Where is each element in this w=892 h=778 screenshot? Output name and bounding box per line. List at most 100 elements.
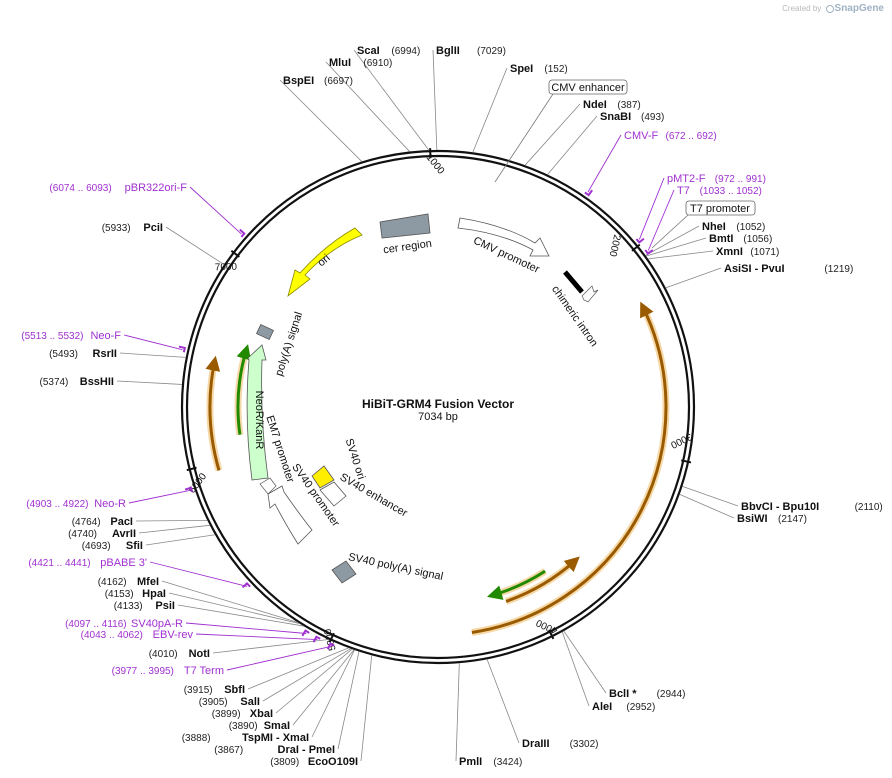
enzyme-leader-line [645,237,707,257]
tick-mark [230,250,240,258]
enzyme-site-bmti: BmtI(1056) [645,233,772,257]
snapgene-credit: Created by SnapGene [782,3,884,14]
primer-name: pBR322ori-F [125,182,188,194]
enzyme-position: (3888) [182,733,211,744]
enzyme-name: PmlI [459,756,482,768]
enzyme-leader-line [247,647,349,690]
enzyme-name: SnaBI [600,111,631,123]
tick-label: 4000 [534,616,559,635]
enzyme-leader-line [665,267,722,289]
enzyme-leader-line [311,649,355,738]
primer-range: (3977 .. 3995) [112,666,174,677]
enzyme-leader-line [212,639,329,654]
primer-mark [635,237,645,244]
enzyme-leader-line [325,61,410,152]
enzyme-site-bbvci-bpu10i: BbvCI - Bpu10I(2110) [682,485,883,513]
enzyme-name: BclI * [609,688,637,700]
enzyme-position: (4693) [82,541,111,552]
primer-t7-term: T7 Term(3977 .. 3995) [112,642,335,677]
enzyme-site-xbai: XbaI(3899) [212,648,353,720]
enzyme-site-mfei: MfeI(4162) [98,576,299,623]
enzyme-leader-line [524,103,581,166]
enzyme-name: DraI - PmeI [278,744,335,756]
enzyme-leader-line [682,485,739,507]
primer-neo-f: Neo-F(5513 .. 5532) [21,330,186,353]
enzyme-name: EcoO109I [308,756,358,768]
enzyme-position: (387) [617,100,640,111]
primer-leader-line [195,633,318,641]
enzyme-name: RsrII [93,348,117,360]
enzyme-leader-line [138,524,210,534]
sv40-enhancer-shape [319,481,347,507]
enzyme-leader-line [279,79,363,162]
enzyme-leader-line [165,226,225,265]
enzyme-leader-line [547,115,598,175]
enzyme-position: (2944) [657,689,686,700]
sv40-promoter-shape [267,485,313,545]
enzyme-leader-line [145,534,216,546]
enzyme-position: (2110) [855,502,883,513]
enzyme-site-bcli: BclI * (2944) [563,630,686,700]
primer-leader-line [226,645,332,671]
enzyme-position: (3915) [184,685,213,696]
primer-name: Neo-F [90,330,121,342]
enzyme-site-scai: ScaI(6994) [353,45,430,151]
enzyme-site-alei: AleI(2952) [561,631,655,713]
enzyme-leader-line [679,494,735,519]
enzyme-site-smai: SmaI(3890) [229,649,355,732]
enzyme-site-pmli: PmlI (3424) [455,663,522,768]
enzyme-site-paci: PacI (4764) [72,516,208,528]
enzyme-site-snabi: SnaBI(493) [547,111,664,175]
primer-name: pMT2-F [667,173,706,185]
enzyme-site-bspei: BspEI(6697) [279,75,363,162]
neor-kanr-shape [246,344,269,481]
enzyme-leader-line [161,580,299,623]
enzyme-position: (3424) [493,757,522,768]
enzyme-site-spei: SpeI(152) [472,63,568,153]
chimeric-intron-shape [563,270,584,294]
enzyme-name: SpeI [510,63,533,75]
tick-label: 2000 [607,233,623,258]
orf-left-arc [205,355,221,471]
primer-name: CMV-F [624,130,659,142]
enzyme-name: AvrII [112,528,136,540]
enzyme-leader-line [177,604,304,627]
enzyme-name: PacI [110,516,133,528]
primer-sv40pa-r: SV40pA-R(4097 .. 4116) [65,618,310,637]
primer-name: SV40pA-R [131,618,183,630]
enzyme-leader-line [292,649,355,726]
cer-region-shape [379,213,431,239]
enzyme-site-rsrii: RsrII(5493) [49,348,186,360]
enzyme-site-bsiwi: BsiWI(2147) [679,494,807,525]
enzyme-leader-line [337,651,360,750]
enzyme-position: (1219) [824,264,853,275]
snapgene-logo-icon [825,5,834,13]
gene-bottom-arc [487,569,546,600]
primer-leader-line [587,134,622,193]
enzyme-leader-line [168,592,300,625]
primer-leader-line [638,177,665,240]
primer-leader-line [185,622,307,634]
enzyme-position: (6910) [363,58,392,69]
enzyme-leader-line [563,630,607,694]
enzyme-position: (2147) [778,514,807,525]
primer-name: Neo-R [94,498,126,510]
enzyme-site-sfii: SfiI (4693) [82,534,216,552]
enzyme-name: SalI [240,696,260,708]
cer-region-label: cer region [383,238,433,257]
primer-pmt2-f: pMT2-F(972 .. 991) [635,173,766,244]
primer-leader-line [647,189,675,251]
enzyme-name: NotI [189,648,210,660]
enzyme-site-draiii: DraIII(3302) [486,659,599,750]
cmv-promoter-shape [457,217,550,257]
enzyme-name: SfiI [126,540,143,552]
enzyme-site-asisi-pvui: AsiSI - PvuI(1219) [665,263,853,289]
primer-range: (4903 .. 4922) [26,499,88,510]
cmv-enhancer-text: CMV enhancer [551,82,625,94]
primer-mark [301,629,310,637]
enzyme-position: (4764) [72,517,101,528]
enzyme-site-sali: SalI(3905) [199,648,351,708]
primer-range: (1033 .. 1052) [700,186,762,197]
primer-mark [312,635,321,643]
em7-promoter-label: EM7 promoter [263,414,296,484]
